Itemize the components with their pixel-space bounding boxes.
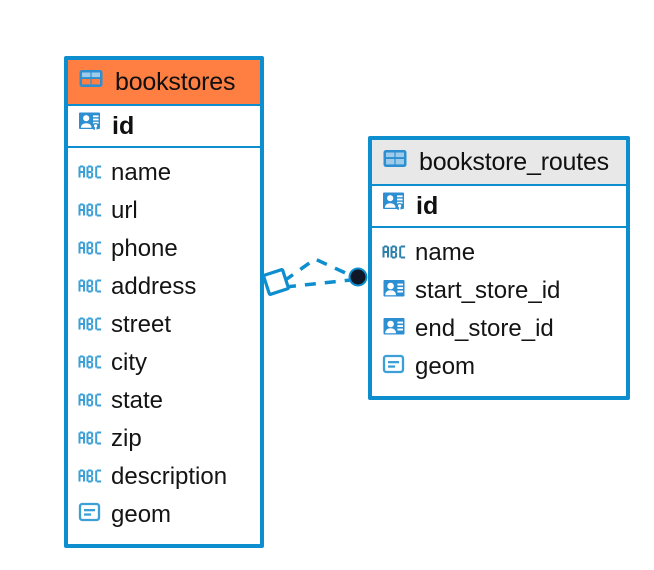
- field-label-id: id: [416, 191, 439, 220]
- field-row-url[interactable]: url: [78, 192, 252, 230]
- field-row-phone[interactable]: phone: [78, 230, 252, 268]
- primary-key-icon: [382, 189, 409, 223]
- entity-name-label: bookstores: [115, 67, 236, 96]
- field-row-street[interactable]: street: [78, 306, 252, 344]
- text-abc-icon: [78, 159, 102, 187]
- entity-header-bookstore-routes[interactable]: bookstore_routes: [372, 140, 626, 184]
- field-label: url: [111, 197, 138, 224]
- field-row-city[interactable]: city: [78, 344, 252, 382]
- field-row-description[interactable]: description: [78, 458, 252, 496]
- field-label: address: [111, 273, 197, 300]
- field-row-state[interactable]: state: [78, 382, 252, 420]
- field-label: street: [111, 311, 172, 338]
- field-label: start_store_id: [415, 277, 561, 304]
- field-label: end_store_id: [415, 315, 554, 342]
- text-abc-icon: [78, 387, 102, 415]
- text-abc-icon: [78, 311, 102, 339]
- entity-bookstore-routes[interactable]: bookstore_routes id: [368, 136, 630, 400]
- field-label: name: [111, 159, 172, 186]
- foreign-key-icon: [382, 314, 406, 345]
- field-label: phone: [111, 235, 178, 262]
- entity-bookstores[interactable]: bookstores id: [64, 56, 264, 548]
- field-row-end-store-id[interactable]: end_store_id: [382, 310, 618, 348]
- table-icon: [78, 66, 104, 99]
- text-abc-icon: [78, 235, 102, 263]
- field-list-bookstore-routes: name start_store_id: [372, 228, 626, 392]
- field-row-address[interactable]: address: [78, 268, 252, 306]
- geometry-icon: [382, 352, 406, 383]
- relationship-line-upper: [282, 256, 353, 283]
- text-abc-icon: [78, 197, 102, 225]
- foreign-key-icon: [382, 276, 406, 307]
- field-label: zip: [111, 425, 142, 452]
- entity-name-label: bookstore_routes: [419, 147, 609, 176]
- geometry-icon: [78, 500, 102, 531]
- field-label: description: [111, 463, 228, 490]
- filled-circle-icon: [348, 267, 368, 287]
- field-label: geom: [111, 501, 172, 528]
- field-row-zip[interactable]: zip: [78, 420, 252, 458]
- field-label: state: [111, 387, 164, 414]
- field-label: geom: [415, 353, 476, 380]
- primary-key-icon: [78, 109, 105, 143]
- text-abc-icon: [382, 239, 406, 267]
- field-list-bookstores: name: [68, 148, 260, 540]
- field-row-geom[interactable]: geom: [78, 496, 252, 534]
- field-row-primary-key[interactable]: id: [372, 184, 626, 228]
- text-abc-icon: [78, 349, 102, 377]
- diamond-outline-icon: [262, 268, 290, 296]
- table-icon: [382, 146, 408, 179]
- entity-header-bookstores[interactable]: bookstores: [68, 60, 260, 104]
- field-label: city: [111, 349, 147, 376]
- field-row-name[interactable]: name: [382, 234, 618, 272]
- field-row-name[interactable]: name: [78, 154, 252, 192]
- field-label: name: [415, 239, 476, 266]
- text-abc-icon: [78, 463, 102, 491]
- text-abc-icon: [78, 273, 102, 301]
- field-row-start-store-id[interactable]: start_store_id: [382, 272, 618, 310]
- field-row-geom[interactable]: geom: [382, 348, 618, 386]
- field-label-id: id: [112, 111, 135, 140]
- relationship-line-lower: [284, 278, 352, 289]
- text-abc-icon: [78, 425, 102, 453]
- field-row-primary-key[interactable]: id: [68, 104, 260, 148]
